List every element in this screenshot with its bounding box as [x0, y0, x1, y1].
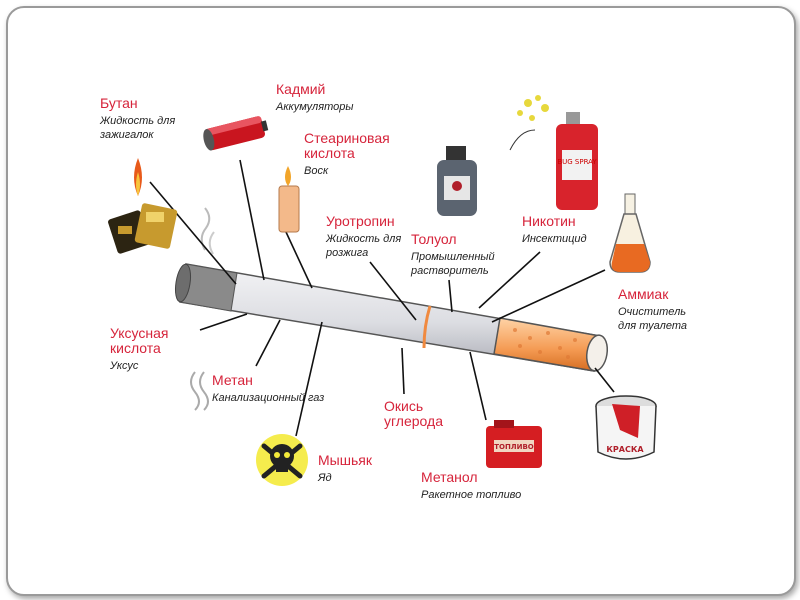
lighter-icon: [108, 158, 178, 254]
label-ammonia: Аммиак Очиститель для туалета: [618, 287, 706, 333]
co-name: Окись углерода: [384, 398, 443, 429]
label-carbon-monoxide: Окись углерода: [384, 399, 464, 429]
bug-spray-text: BUG SPRAY: [557, 158, 597, 166]
butane-name: Бутан: [100, 95, 138, 111]
nicotine-desc: Инсектицид: [522, 233, 587, 245]
stearic-desc: Воск: [304, 165, 329, 177]
toluene-desc: Промышленный растворитель: [411, 251, 495, 277]
toluene-name: Толуол: [411, 231, 457, 247]
cadmium-name: Кадмий: [276, 81, 326, 97]
methane-name: Метан: [212, 372, 253, 388]
label-nicotine: Никотин Инсектицид: [522, 214, 587, 246]
flask-icon: [609, 193, 651, 273]
nicotine-name: Никотин: [522, 213, 576, 229]
acetic-name: Уксусная кислота: [110, 325, 169, 356]
poison-bottle-icon: [437, 146, 477, 216]
label-butane: Бутан Жидкость для зажигалок: [100, 96, 195, 142]
urotropin-desc: Жидкость для розжига: [326, 233, 402, 259]
urotropin-name: Уротропин: [326, 213, 395, 229]
label-stearic: Стеариновая кислота Воск: [304, 131, 416, 178]
smoke-icon: [190, 371, 209, 411]
label-methanol: Метанол Ракетное топливо: [421, 470, 521, 502]
methanol-name: Метанол: [421, 469, 478, 485]
arsenic-name: Мышьяк: [318, 452, 372, 468]
label-arsenic: Мышьяк Яд: [318, 453, 372, 485]
candle-icon: [278, 166, 300, 233]
arsenic-desc: Яд: [318, 472, 332, 484]
spray-can-icon: BUG SPRAY: [509, 95, 598, 210]
fuel-can-text: ТОПЛИВО: [494, 443, 534, 451]
stearic-name: Стеариновая кислота: [304, 130, 390, 161]
cigarette: [174, 207, 609, 372]
label-toluene: Толуол Промышленный растворитель: [411, 232, 507, 278]
label-acetic: Уксусная кислота Уксус: [110, 326, 190, 373]
label-methane: Метан Канализационный газ: [212, 373, 332, 405]
label-cadmium: Кадмий Аккумуляторы: [276, 82, 353, 114]
methane-desc: Канализационный газ: [212, 392, 325, 404]
fuel-can-icon: ТОПЛИВО: [486, 420, 542, 468]
paint-can-icon: КРАСКА: [595, 395, 657, 460]
ammonia-desc: Очиститель для туалета: [618, 306, 687, 332]
ammonia-name: Аммиак: [618, 286, 669, 302]
butane-desc: Жидкость для зажигалок: [100, 115, 176, 141]
cadmium-desc: Аккумуляторы: [276, 101, 354, 113]
leader-lines: [149, 159, 615, 437]
paint-can-text: КРАСКА: [606, 445, 644, 454]
battery-icon: [203, 116, 269, 151]
acetic-desc: Уксус: [110, 360, 139, 372]
label-urotropin: Уротропин Жидкость для розжига: [326, 214, 402, 260]
skull-crossbones-icon: [256, 434, 308, 486]
methanol-desc: Ракетное топливо: [421, 489, 522, 501]
